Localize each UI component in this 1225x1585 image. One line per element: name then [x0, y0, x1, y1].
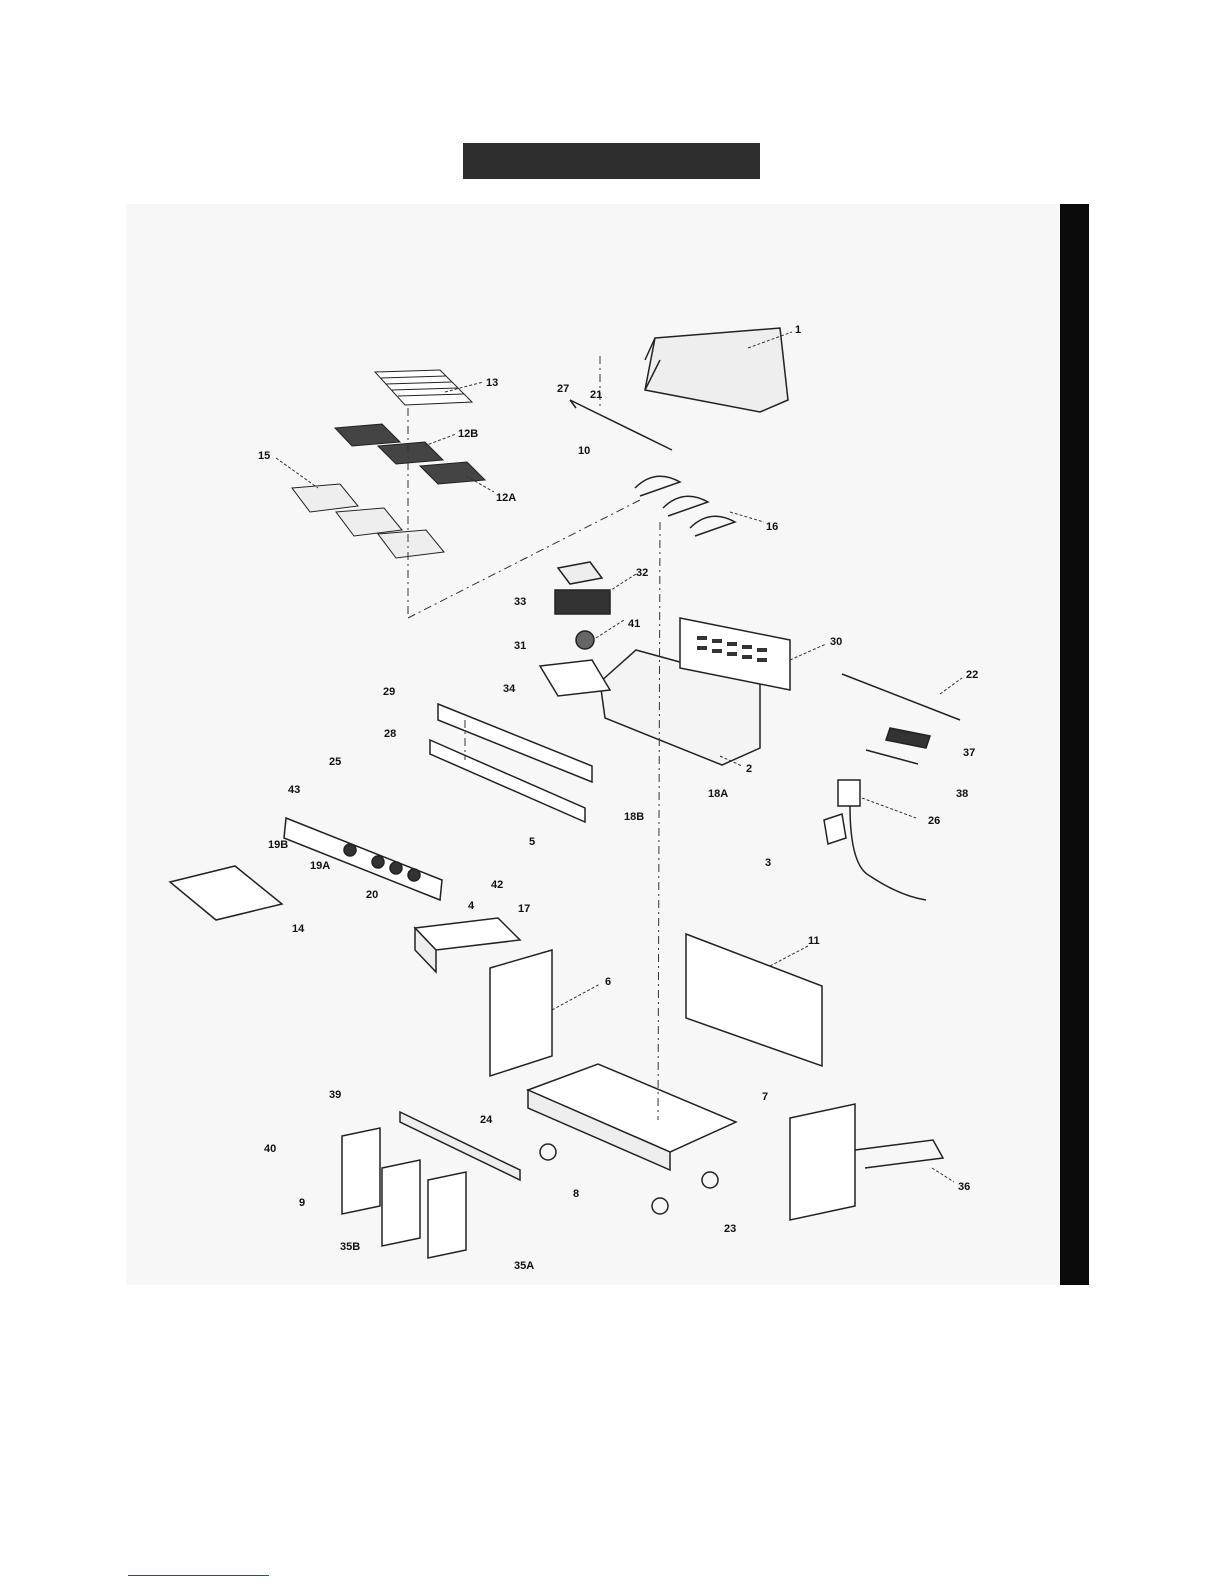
cart-base-part [528, 1064, 736, 1170]
motor-bracket-part [824, 814, 846, 844]
rotisserie-spit-part [842, 674, 960, 720]
part-label: 12B [458, 428, 478, 440]
right-side-panel-part [790, 1104, 943, 1220]
firebox-part [600, 618, 790, 765]
part-label: 31 [514, 640, 526, 652]
leader-41 [596, 620, 624, 638]
leader-15 [276, 458, 318, 488]
part-label: 23 [724, 1223, 736, 1235]
part-label: 26 [928, 815, 940, 827]
burners-part [635, 476, 735, 536]
part-label: 14 [292, 923, 305, 935]
part-label: 9 [299, 1197, 305, 1209]
part-label: 33 [514, 596, 526, 608]
part-label: 41 [628, 618, 640, 630]
hood-part [645, 328, 788, 412]
part-label: 42 [491, 879, 503, 891]
part-label: 18A [708, 788, 728, 800]
part-label: 8 [573, 1188, 579, 1200]
side-burner-part [540, 562, 610, 696]
side-panel-part [490, 950, 552, 1076]
leader-22 [940, 678, 962, 694]
part-label: 36 [958, 1181, 970, 1193]
leader-36 [932, 1168, 954, 1182]
part-label: 32 [636, 567, 648, 579]
manifold-rails-part [430, 704, 592, 822]
doors-part [342, 1128, 466, 1258]
leader-30 [790, 644, 826, 660]
part-label: 35B [340, 1241, 360, 1253]
part-label: 20 [366, 889, 378, 901]
part-label: 3 [765, 857, 771, 869]
part-label: 38 [956, 788, 968, 800]
part-label: 40 [264, 1143, 276, 1155]
flame-tamers-part [292, 484, 444, 558]
part-label: 7 [762, 1091, 768, 1103]
part-label: 12A [496, 492, 516, 504]
part-label: 18B [624, 811, 644, 823]
rotisserie-burner-part [866, 728, 930, 764]
part-label: 35A [514, 1260, 534, 1272]
part-label: 24 [480, 1114, 493, 1126]
part-label: 10 [578, 445, 590, 457]
footer-link-underline[interactable] [128, 1575, 269, 1576]
part-label: 1 [795, 324, 801, 336]
part-label: 28 [384, 728, 396, 740]
rotisserie-motor-part [838, 780, 926, 900]
part-label: 6 [605, 976, 611, 988]
part-label: 2 [746, 763, 752, 775]
leader-32 [608, 574, 636, 592]
part-label: 25 [329, 756, 341, 768]
part-label: 39 [329, 1089, 341, 1101]
part-label: 4 [468, 900, 475, 912]
part-label: 29 [383, 686, 395, 698]
part-label: 13 [486, 377, 498, 389]
part-label: 11 [808, 935, 820, 947]
part-label: 34 [503, 683, 516, 695]
part-label: 37 [963, 747, 975, 759]
part-label: 5 [529, 836, 535, 848]
leader-12B [424, 434, 456, 446]
part-label: 15 [258, 450, 270, 462]
casters-part [540, 1144, 718, 1214]
part-label: 19B [268, 839, 288, 851]
hood-handle-part [570, 400, 672, 450]
part-label: 43 [288, 784, 300, 796]
part-label: 21 [590, 389, 602, 401]
warming-rack-part [375, 370, 472, 405]
drip-tray-part [170, 866, 282, 920]
leader-6 [552, 984, 600, 1010]
back-panel-part [686, 934, 822, 1066]
part-label: 27 [557, 383, 569, 395]
part-label: 19A [310, 860, 330, 872]
leader-16 [730, 512, 764, 522]
control-panel-part [284, 818, 442, 900]
part-label: 17 [518, 903, 530, 915]
leader-26 [862, 798, 916, 818]
part-label: 22 [966, 669, 978, 681]
part-label: 30 [830, 636, 842, 648]
leader-11 [770, 946, 808, 966]
part-label: 16 [766, 521, 778, 533]
